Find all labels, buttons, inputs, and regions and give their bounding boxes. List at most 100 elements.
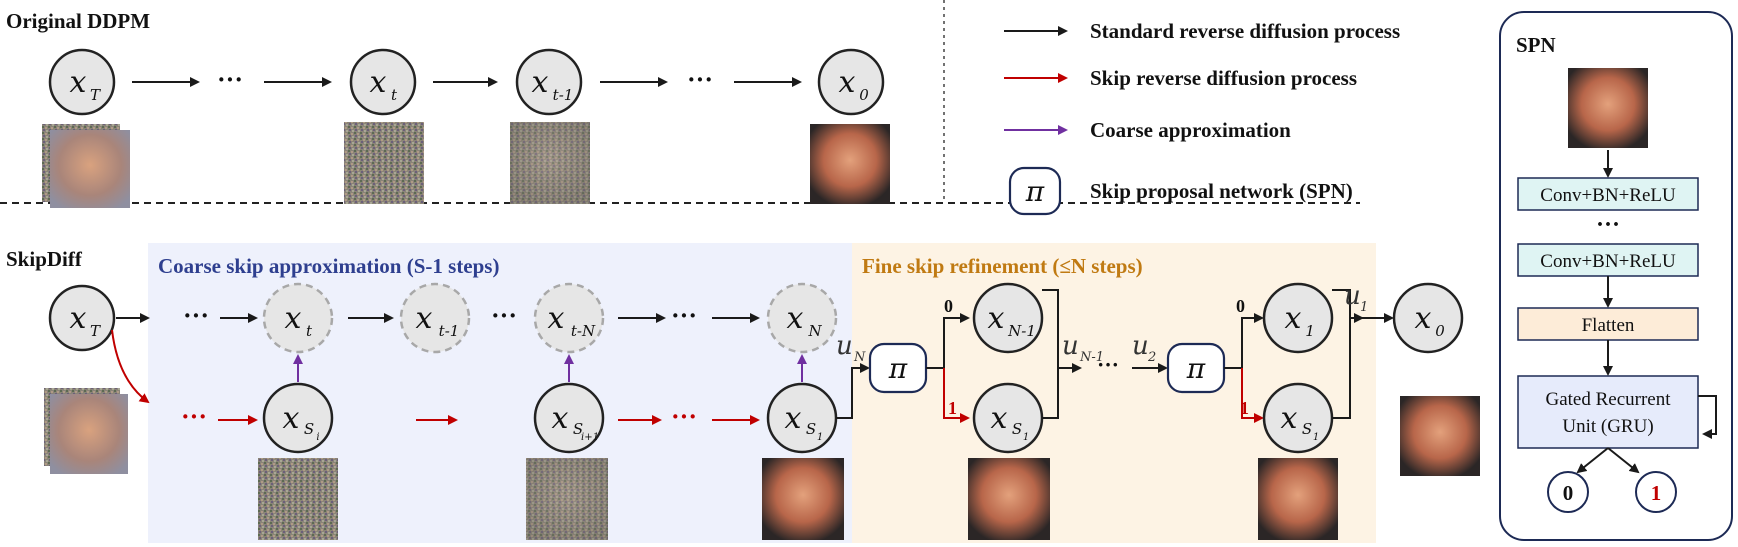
coarse-title: Coarse skip approximation (S-1 steps) [158,254,499,278]
bot-image-xS1c [1258,458,1338,540]
branch-1-spn2: 1 [1240,398,1249,418]
node-bot-x1 [1262,282,1334,354]
node-bot-xS1b [972,382,1044,454]
spn-arrow-out-1 [1607,447,1640,474]
node-bot-xS1 [766,382,838,454]
spn-output-1 [1635,471,1677,513]
spn-layer-conv-2 [1517,243,1699,277]
u-label-N-sub: N [853,350,866,365]
skipdiff-title: SkipDiff [6,247,83,271]
spn-output-1-label: 1 [1651,481,1662,505]
bot-ellipsis-up-2: ··· [491,301,517,330]
spn-pi-1: π [888,352,908,385]
bot-image-xT [50,394,128,474]
node-bot-xSi [262,382,334,454]
original-ddpm-title: Original DDPM [6,9,150,33]
node-bot-xS1b-main: x [991,401,1008,436]
edge-spn1-one [943,368,970,423]
u-label-N: u [836,331,853,361]
node-top-xt [349,48,417,116]
top-image-xt1-overlay [510,122,590,204]
node-top-xT-main: x [70,65,87,100]
node-top-xT-sub: T [90,86,101,104]
node-top-xT [48,48,116,116]
node-bot-x0 [1392,282,1464,354]
spn-layer-conv-1 [1517,177,1699,211]
spn-layer-gru-line1: Gated Recurrent [1545,389,1671,410]
node-bot-x1-main: x [1285,301,1302,336]
spn-output-0 [1547,471,1589,513]
legend: Standard reverse diffusion process Skip … [1004,19,1400,216]
node-bot-xS1-sub: S [806,420,816,438]
node-bot-xN [766,282,838,354]
node-bot-xSi-sub: S [304,420,314,438]
bot-image-x0 [1400,396,1480,476]
u-label-N1: u [1062,331,1079,361]
top-image-x0 [810,124,890,204]
node-top-xt-main: x [370,65,387,100]
node-bot-x0-main: x [1415,301,1432,336]
spn-layer-gru [1517,375,1699,449]
u-label-2-sub: 2 [1147,350,1156,365]
node-bot-x1-sub: 1 [1305,322,1315,340]
spn-panel-title: SPN [1516,33,1556,57]
edge-spn2-zero [1224,313,1264,369]
node-bot-xt1-main: x [416,301,433,336]
bot-image-xS1 [762,458,844,540]
node-bot-xN1 [972,282,1044,354]
node-top-xt1-sub: t-1 [553,86,574,104]
node-top-x0 [817,48,885,116]
node-bot-xtN [533,282,605,354]
u-label-2: u [1132,331,1149,361]
top-image-xT-stack [42,124,130,208]
node-bot-xT-main: x [70,301,87,336]
spn-pi-2: π [1186,352,1206,385]
spn-layer-conv-2-label: Conv+BN+ReLU [1540,251,1676,272]
node-bot-xSi-main: x [283,401,300,436]
node-top-x0-main: x [839,65,856,100]
node-bot-xS1c-sub: S [1302,420,1312,438]
node-bot-xtN-sub: t-N [571,322,596,340]
final-x0-group: x 0 [1392,282,1480,476]
node-bot-xN-main: x [787,301,804,336]
spn-gru-recurrence [1698,395,1717,439]
bot-image-xSi1-overlay [526,458,608,540]
node-bot-xt [262,282,334,354]
bot-image-xSi [258,458,338,540]
top-ellipsis-2: ··· [687,65,713,94]
node-bot-xSi1-sub: S [573,420,583,438]
branch-0-spn1: 0 [944,296,953,316]
spn-input-image [1568,68,1648,148]
node-bot-xSi1-main: x [552,401,569,436]
node-bot-xS1b-sub: S [1012,420,1022,438]
node-bot-xS1c-subsub: 1 [1313,432,1319,443]
spn-layer-flatten-label: Flatten [1582,315,1635,336]
edge-spn1-zero [926,313,970,369]
u-label-1: u [1344,281,1361,311]
merge-line-2 [1332,289,1351,419]
legend-spn-label: Skip proposal network (SPN) [1090,179,1353,203]
top-ellipsis-1: ··· [217,65,243,94]
top-image-xT [50,130,130,208]
bot-image-xT-stack [44,388,128,474]
node-bot-xS1-main: x [785,401,802,436]
legend-coarse-label: Coarse approximation [1090,118,1291,142]
legend-pi-box [1008,166,1062,216]
branch-0-spn2: 0 [1236,296,1245,316]
node-bot-xS1c [1262,382,1334,454]
node-bot-xT [48,284,116,352]
node-bot-xt1 [399,282,471,354]
legend-standard-label: Standard reverse diffusion process [1090,19,1400,43]
spn-panel: SPN Conv+BN+ReLU ··· Conv+BN+ReLU Flatte… [1499,11,1733,541]
spn-layer-conv-1-label: Conv+BN+ReLU [1540,185,1676,206]
node-bot-xT-sub: T [90,322,101,340]
node-bot-xN1-main: x [988,301,1005,336]
node-bot-xSi1 [533,382,605,454]
node-bot-xS1b-subsub: 1 [1023,432,1029,443]
bot-ellipsis-up-3: ··· [671,301,697,330]
edge-to-spn1 [836,363,870,419]
top-image-xt [344,122,424,204]
node-bot-xSi1-subsub: i+1 [581,432,599,443]
